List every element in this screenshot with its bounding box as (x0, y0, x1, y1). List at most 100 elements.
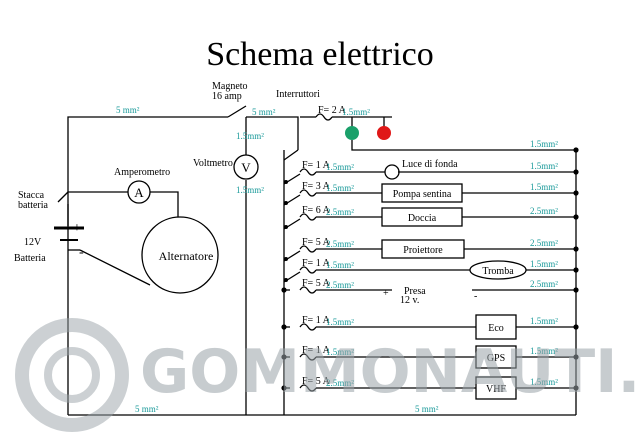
device-label: Doccia (408, 213, 437, 224)
device-label: Eco (488, 323, 504, 334)
device-label: Luce di fonda (402, 159, 458, 170)
fuse-symbol (299, 168, 317, 176)
voltmetro-label: Voltmetro (193, 158, 233, 169)
ammeter-symbol: A (134, 185, 144, 200)
amperometro-label: Amperometro (114, 167, 170, 178)
lamp-green (345, 126, 359, 140)
junction-dot (573, 147, 579, 153)
wire-label-bottom-right: 5 mm² (415, 404, 439, 414)
wire-out-label: 2.5mm² (530, 206, 558, 216)
fuse-label: F= 5 A (302, 237, 331, 248)
lamp-icon (384, 164, 400, 180)
stacca-label: Stacca (18, 190, 45, 201)
fuse-label: F= 3 A (302, 181, 331, 192)
wire-in-label: 2.5mm² (326, 239, 354, 249)
presa-volt-label: 12 v. (400, 295, 419, 306)
wire-out-label: 1.5mm² (530, 259, 558, 269)
switch-pivot (284, 225, 288, 229)
fuse-symbol (299, 189, 317, 197)
wire-label-bottom-left: 5 mm² (135, 404, 159, 414)
fuse-symbol (299, 384, 317, 392)
wire-out-label: 1.5mm² (530, 316, 558, 326)
wire-in-label: 1.5mm² (326, 347, 354, 357)
fuse-label: F= 1 A (302, 315, 331, 326)
fuse-symbol (299, 323, 317, 331)
junction-dot (281, 354, 287, 360)
presa-minus: - (474, 291, 477, 302)
batteria-small-label: batteria (18, 200, 49, 211)
switch-pivot (284, 257, 288, 261)
presa-label: Presa (404, 286, 426, 297)
interruttori-label: Interruttori (276, 89, 320, 100)
fuse-label: F= 2 A (318, 105, 347, 116)
junction-dot (573, 324, 579, 330)
fuse-label: F= 5 A (302, 376, 331, 387)
wire-out-label: 2.5mm² (530, 279, 558, 289)
fuse-label: F= 1 A (302, 345, 331, 356)
wire-label-volt2: 1.5mm² (236, 185, 264, 195)
watermark: GOMMONAUTI.IT (140, 337, 640, 407)
device-box (475, 314, 517, 340)
fuse-symbol (315, 113, 333, 121)
junction-dot (573, 385, 579, 391)
battery-symbol: + - (54, 221, 84, 260)
fuse-label: F= 5 A (302, 278, 331, 289)
fuse-label: F= 6 A (302, 205, 331, 216)
wire-out-label: 1.5mm² (530, 377, 558, 387)
fuse-symbol (299, 353, 317, 361)
magneto-amp-label: 16 amp (212, 91, 242, 102)
device-label: Pompa sentina (393, 189, 452, 200)
wire-in-label: 1.5mm² (326, 317, 354, 327)
junction-dot (573, 214, 579, 220)
wire-label-volt: 1.5mm² (236, 131, 264, 141)
fuse-label: F= 1 A (302, 160, 331, 171)
voltmeter: V (233, 154, 259, 180)
alternator: Alternatore (141, 216, 219, 294)
junction-dot (573, 267, 579, 273)
ammeter: A (127, 180, 151, 204)
junction-dot (281, 287, 287, 293)
junction-dot (281, 385, 287, 391)
wire-in-label: 1.5mm² (326, 183, 354, 193)
device-label: Tromba (482, 266, 514, 277)
magneto-label: Magneto (212, 81, 248, 92)
voltage-label: 12V (24, 237, 42, 248)
watermark-logo (15, 318, 129, 432)
diagram-title: Schema elettrico (206, 36, 434, 73)
device-label: GPS (487, 353, 505, 364)
junction-dot (573, 190, 579, 196)
junction-dot (573, 287, 579, 293)
alternator-label: Alternatore (159, 249, 214, 263)
switch-pivot (284, 180, 288, 184)
wire-in-label: 1.5mm² (326, 162, 354, 172)
wire-label-top: 5 mm² (116, 105, 140, 115)
wire-in-label: 2.5mm² (326, 280, 354, 290)
wire-in-label: 2.5mm² (326, 207, 354, 217)
wire-in-label: 1.5mm² (342, 107, 370, 117)
batteria-label: Batteria (14, 253, 46, 264)
lamp-red (377, 126, 391, 140)
fuse-symbol (299, 213, 317, 221)
battery-plus: + (73, 221, 81, 236)
device-label: VHF (486, 384, 506, 395)
wire-in-label: 1.5mm² (326, 260, 354, 270)
fuse-symbol (299, 286, 317, 294)
wire-out-label: 1.5mm² (530, 346, 558, 356)
battery-minus: - (79, 245, 84, 260)
wire-out-label: 1.5mm² (530, 139, 558, 149)
wire-out-label: 1.5mm² (530, 182, 558, 192)
voltmeter-symbol: V (241, 160, 251, 175)
wire-label-magneto: 5 mm² (252, 107, 276, 117)
fuse-symbol (299, 266, 317, 274)
switch-pivot (284, 201, 288, 205)
